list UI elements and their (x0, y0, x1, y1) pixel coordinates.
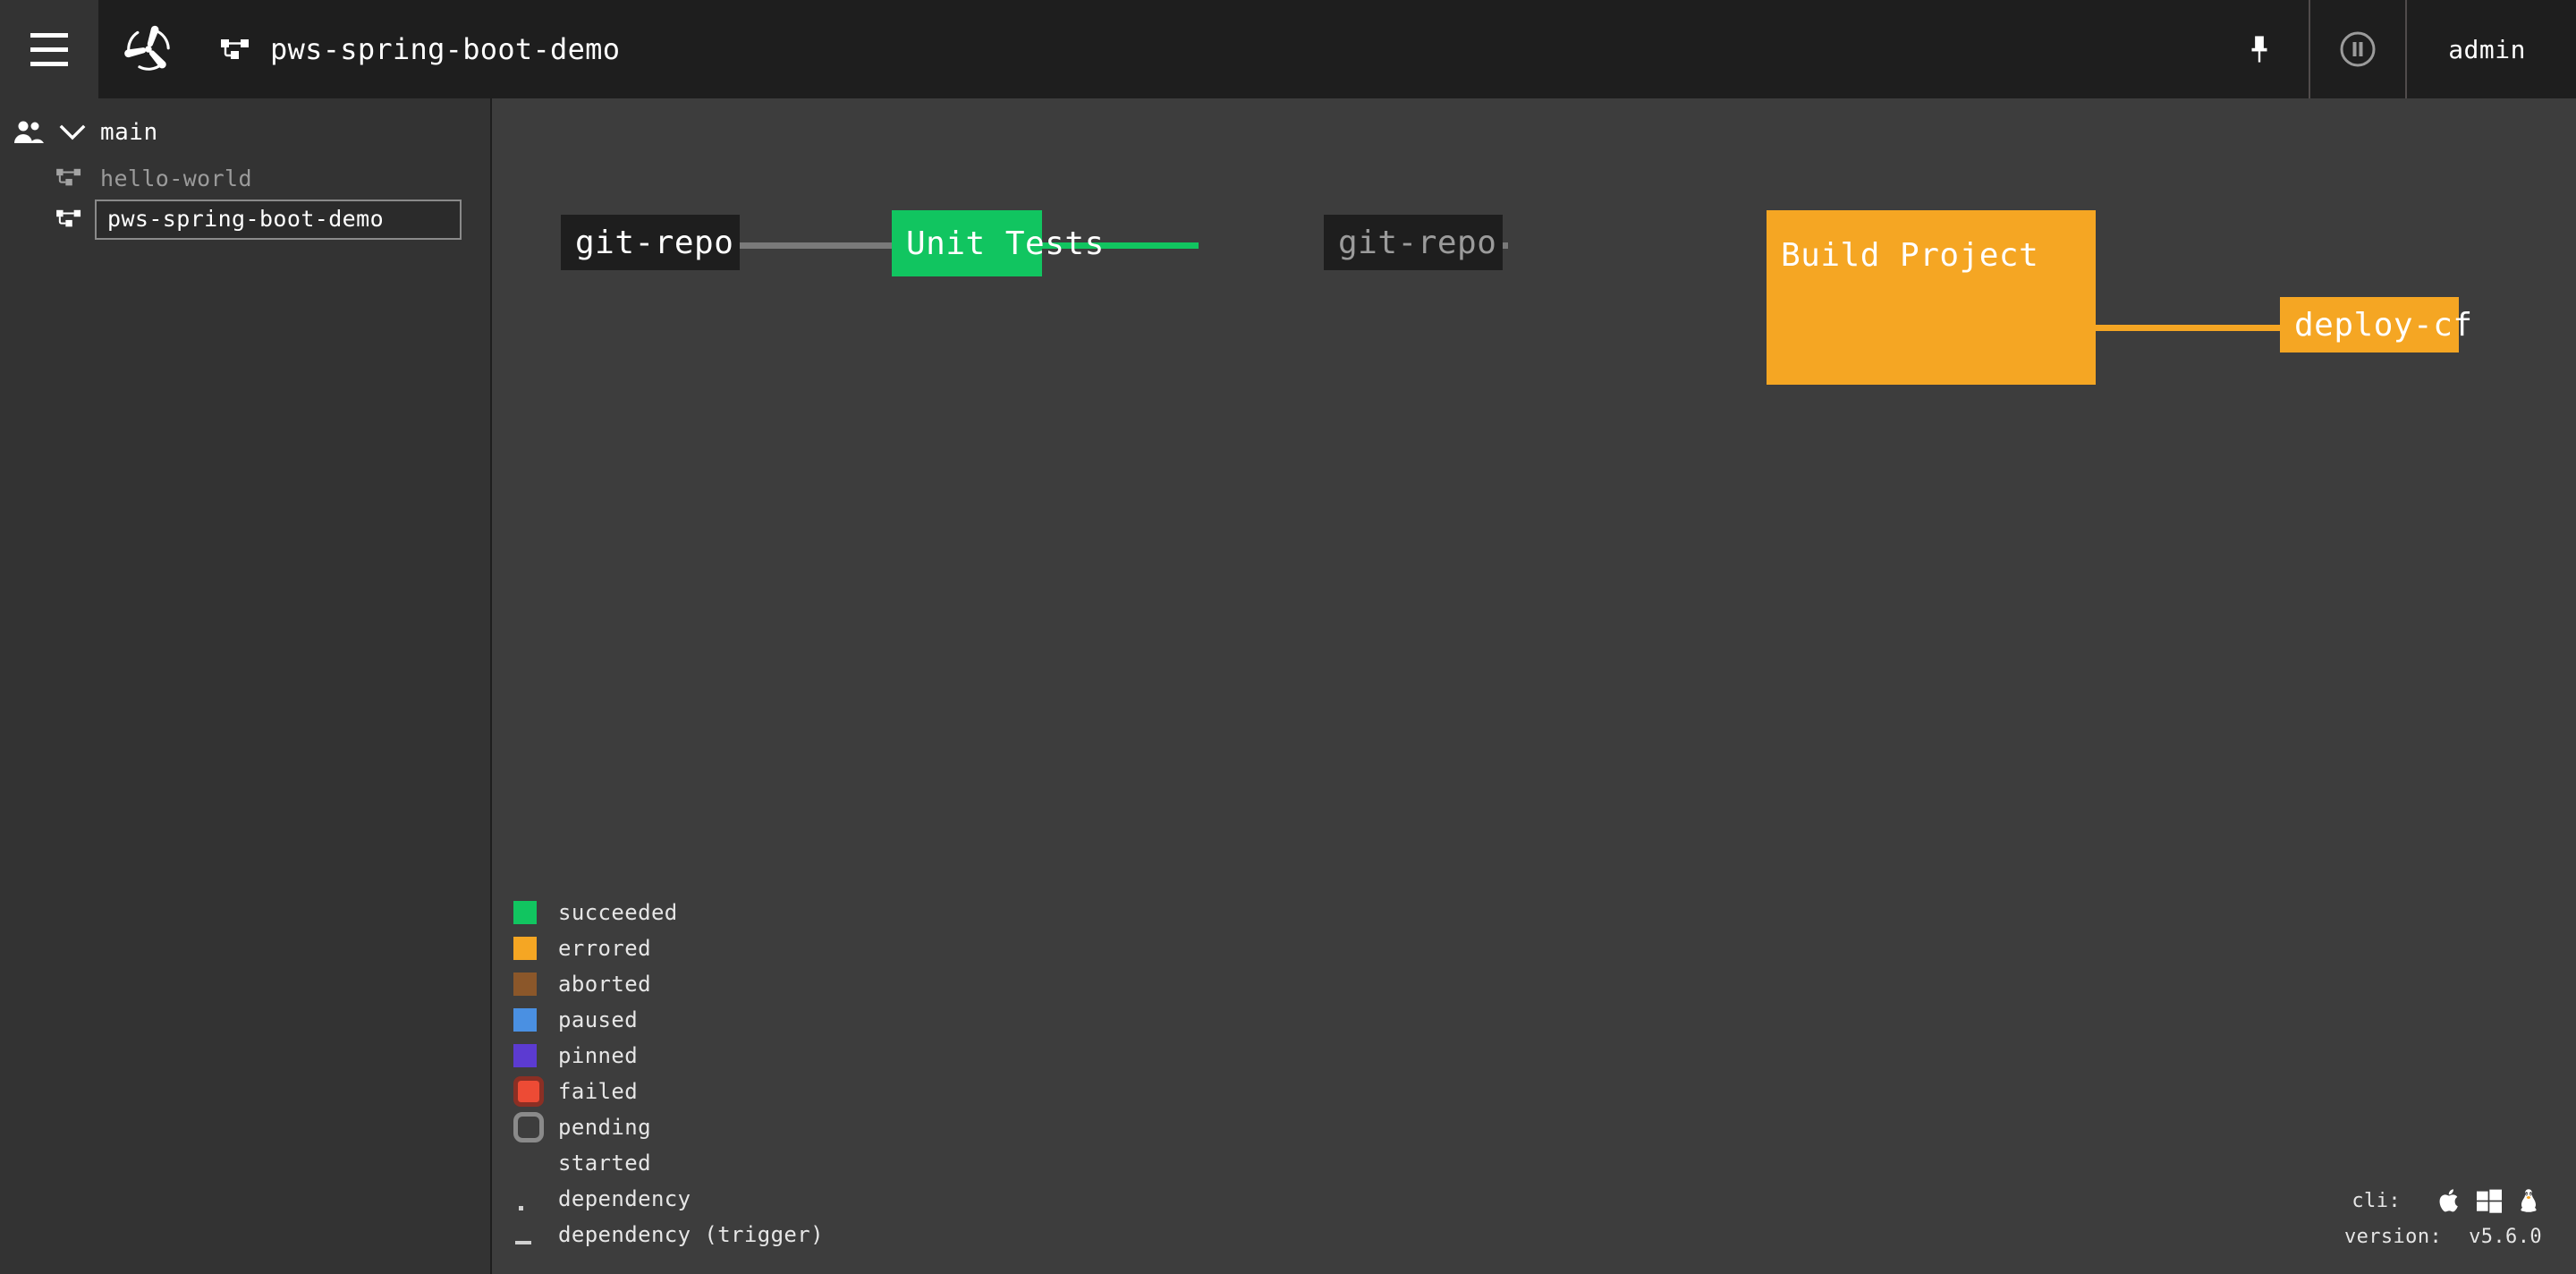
legend-label: pending (558, 1115, 651, 1140)
status-swatch-pinned (513, 1044, 537, 1067)
hamburger-icon[interactable] (0, 0, 98, 98)
legend-label: dependency (558, 1186, 691, 1211)
legend-label: aborted (558, 972, 651, 997)
cli-label: cli: (2351, 1189, 2401, 1212)
legend-label: dependency (trigger) (558, 1222, 824, 1247)
legend-item-failed: failed (513, 1074, 824, 1109)
legend-item-dependency: dependency (513, 1181, 824, 1217)
legend-label: succeeded (558, 900, 678, 925)
cli-info: cli: (2344, 1183, 2542, 1254)
graph-node-label: git-repo (1338, 224, 1497, 261)
chevron-down-icon[interactable] (57, 121, 88, 144)
hamburger-bar (30, 32, 68, 38)
graph-node-label: Build Project (1781, 237, 2039, 274)
status-swatch-aborted (513, 972, 537, 996)
cli-downloads-row: cli: (2344, 1183, 2542, 1219)
graph-node-build-project[interactable]: Build Project (1767, 210, 2096, 385)
sidebar-team-main[interactable]: main (0, 107, 490, 157)
hamburger-bar (30, 47, 68, 52)
version-label: version: (2343, 1225, 2443, 1248)
legend-item-aborted: aborted (513, 966, 824, 1002)
sidebar-item-label: hello-world (100, 165, 252, 191)
sidebar-item-hello-world[interactable]: hello-world (0, 157, 490, 199)
pin-icon[interactable] (2210, 0, 2309, 98)
legend-item-pending: pending (513, 1109, 824, 1145)
linux-icon[interactable] (2515, 1187, 2542, 1214)
graph-edge (735, 242, 896, 249)
legend-label: paused (558, 1007, 639, 1032)
legend-item-paused: paused (513, 1002, 824, 1038)
windows-icon[interactable] (2476, 1187, 2503, 1214)
people-icon (13, 119, 45, 146)
graph-node-deploy-cf[interactable]: deploy-cf (2280, 297, 2472, 352)
legend-item-dependency-trigger: dependency (trigger) (513, 1217, 824, 1253)
legend-label: pinned (558, 1043, 639, 1068)
status-swatch-succeeded (513, 901, 537, 924)
version-value: v5.6.0 (2469, 1225, 2542, 1248)
graph-edge (1038, 242, 1199, 249)
legend-label: failed (558, 1079, 639, 1104)
graph-edge (2086, 325, 2283, 331)
sidebar-item-pws-spring-boot-demo[interactable]: pws-spring-boot-demo (0, 199, 490, 240)
legend: succeeded errored aborted paused pinned … (513, 895, 824, 1253)
status-swatch-paused (513, 1008, 537, 1032)
pipeline-icon (55, 208, 84, 231)
graph-node-label: git-repo (575, 224, 734, 261)
legend-item-started: started (513, 1145, 824, 1181)
pipeline-canvas[interactable]: git-repo Unit Tests git-repo Build Proje… (494, 98, 2576, 1274)
pipeline-graph: git-repo Unit Tests git-repo Build Proje… (494, 98, 2576, 1274)
sidebar-team-label: main (100, 119, 158, 146)
legend-item-pinned: pinned (513, 1038, 824, 1074)
status-swatch-failed (513, 1076, 544, 1107)
pause-pipeline-button[interactable] (2309, 0, 2408, 98)
graph-node-git-repo-2[interactable]: git-repo (1324, 215, 1503, 270)
legend-label: errored (558, 936, 651, 961)
concourse-logo-icon[interactable] (98, 0, 199, 98)
graph-node-unit-tests[interactable]: Unit Tests (892, 210, 1104, 276)
top-bar: pws-spring-boot-demo admin (0, 0, 2576, 98)
hamburger-bar (30, 61, 68, 66)
legend-label: started (558, 1151, 651, 1176)
breadcrumb[interactable]: pws-spring-boot-demo (199, 0, 620, 98)
pipeline-icon (55, 166, 84, 190)
page-title: pws-spring-boot-demo (270, 32, 621, 66)
status-swatch-dependency (513, 1187, 537, 1210)
status-swatch-dependency-trigger (513, 1223, 537, 1246)
legend-item-succeeded: succeeded (513, 895, 824, 930)
user-menu[interactable]: admin (2448, 34, 2526, 64)
graph-node-label: deploy-cf (2294, 306, 2473, 344)
top-bar-spacer (620, 0, 2210, 98)
version-row: version: v5.6.0 (2344, 1219, 2542, 1254)
graph-node-label: Unit Tests (906, 225, 1105, 262)
legend-item-errored: errored (513, 930, 824, 966)
graph-node-git-repo[interactable]: git-repo (561, 215, 740, 270)
sidebar-item-label: pws-spring-boot-demo (95, 199, 462, 240)
apple-icon[interactable] (2436, 1187, 2463, 1214)
sidebar: main hello-world pws-spring-boot-demo (0, 98, 492, 1274)
status-swatch-started (513, 1151, 537, 1175)
status-swatch-pending (513, 1112, 544, 1142)
pipeline-icon (220, 34, 250, 64)
status-swatch-errored (513, 937, 537, 960)
